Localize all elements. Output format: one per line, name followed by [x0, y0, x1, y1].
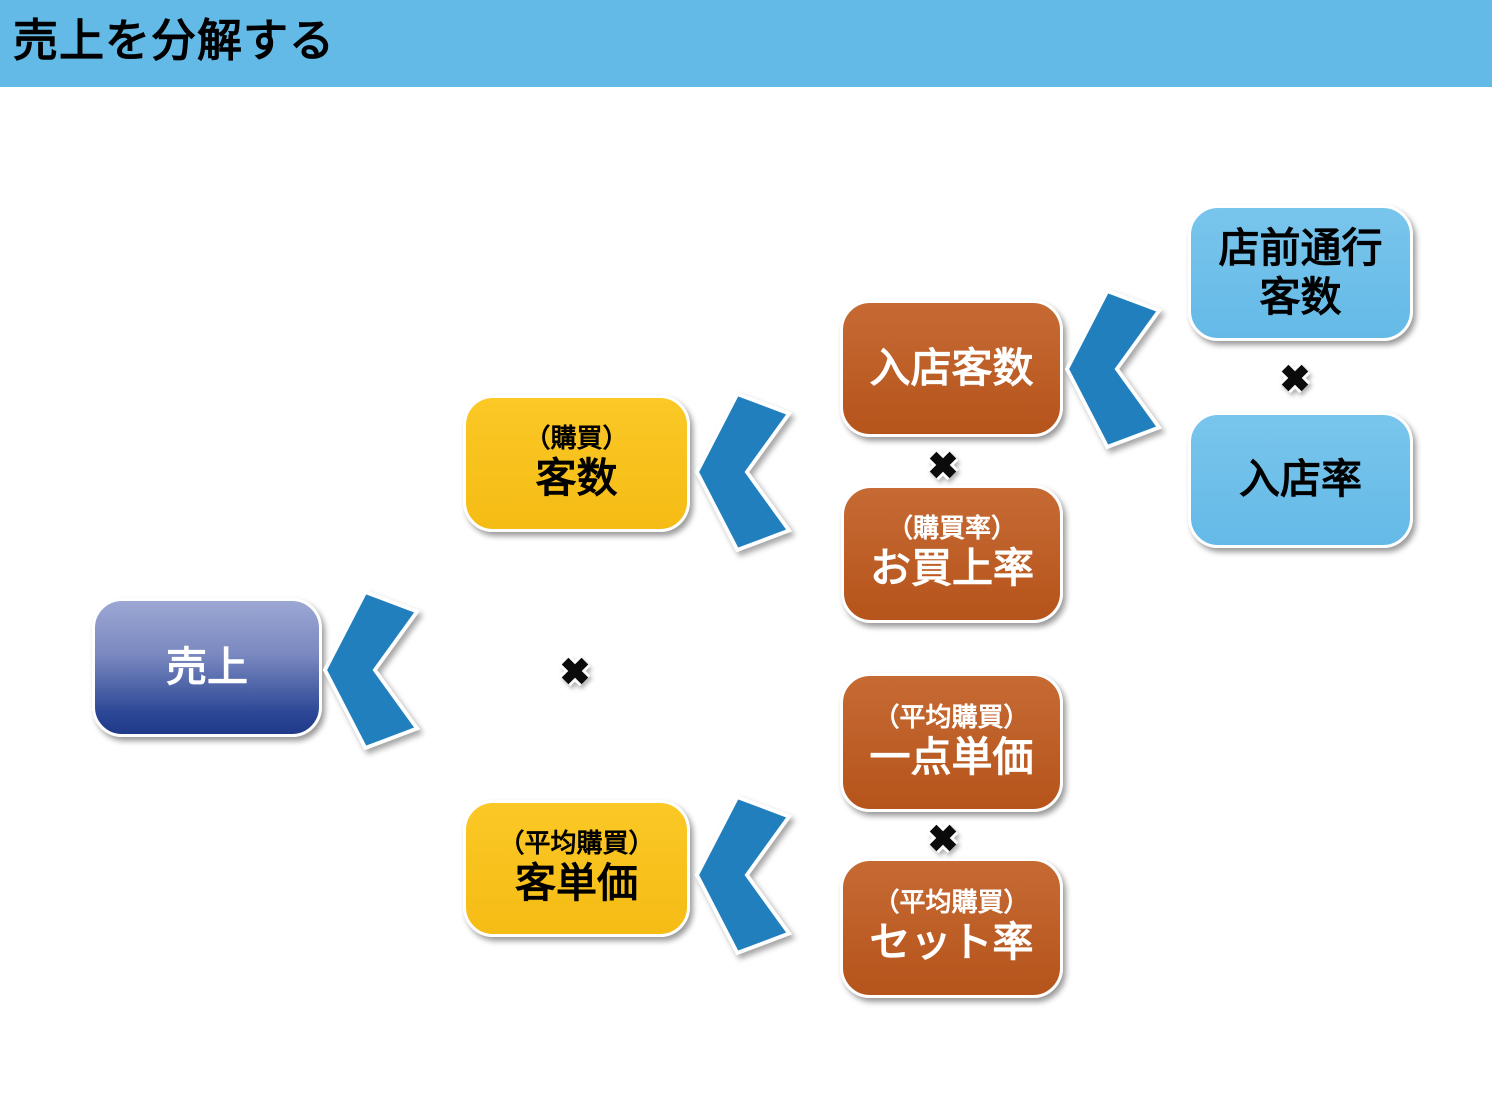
node-sales-label: 売上	[166, 643, 248, 690]
node-set-rate-sublabel: （平均購買）	[873, 887, 1030, 918]
page-title: 売上を分解する	[13, 15, 336, 66]
node-sales: 売上	[92, 598, 322, 737]
node-purchase-rate-label: お買上率	[870, 545, 1034, 592]
header-bar: 売上を分解する	[0, 0, 1492, 87]
node-store-entry-count: 入店客数	[840, 300, 1063, 437]
multiply-icon	[925, 820, 961, 856]
node-spend-per-customer-sublabel: （平均購買）	[498, 827, 655, 858]
node-purchase-rate: （購買率） お買上率	[841, 485, 1063, 623]
multiply-icon	[925, 447, 961, 483]
node-entry-rate: 入店率	[1188, 412, 1413, 548]
node-customer-count-sublabel: （購買）	[524, 422, 629, 453]
node-unit-price: （平均購買） 一点単価	[840, 673, 1063, 812]
chevron-left-icon	[694, 794, 793, 956]
node-purchase-rate-sublabel: （購買率）	[886, 513, 1017, 544]
node-unit-price-label: 一点単価	[869, 733, 1034, 780]
node-set-rate-label: セット率	[869, 919, 1034, 966]
multiply-icon	[557, 653, 593, 689]
node-spend-per-customer: （平均購買） 客単価	[463, 800, 690, 937]
node-customer-count-label: 客数	[535, 454, 618, 501]
multiply-icon	[1277, 360, 1313, 396]
node-set-rate: （平均購買） セット率	[840, 858, 1063, 998]
node-passersby-count-label-line1: 店前通行	[1218, 224, 1383, 271]
node-entry-rate-label: 入店率	[1239, 456, 1362, 503]
node-unit-price-sublabel: （平均購買）	[873, 701, 1030, 732]
node-customer-count: （購買） 客数	[463, 395, 690, 532]
node-store-entry-count-label: 入店客数	[869, 344, 1034, 391]
chevron-left-icon	[1064, 288, 1163, 450]
node-spend-per-customer-label: 客単価	[515, 859, 638, 906]
node-passersby-count-label-line2: 客数	[1259, 274, 1342, 320]
chevron-left-icon	[322, 589, 421, 751]
node-passersby-count: 店前通行 客数	[1188, 205, 1413, 341]
chevron-left-icon	[694, 391, 793, 553]
